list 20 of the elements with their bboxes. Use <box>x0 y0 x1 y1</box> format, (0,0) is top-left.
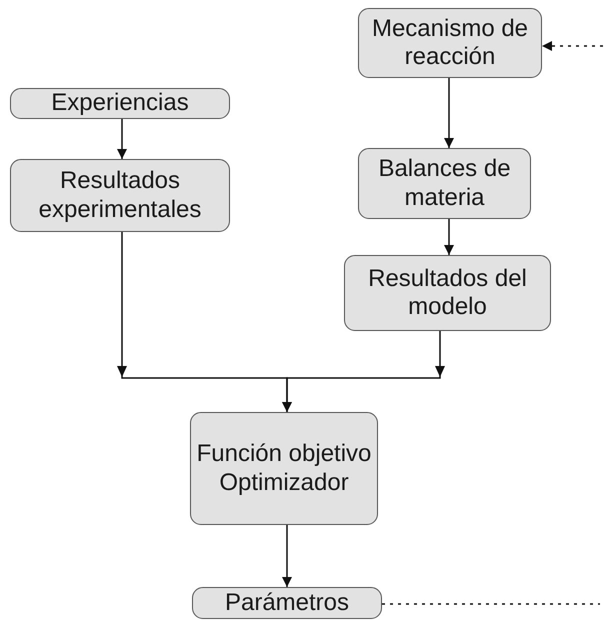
arrow <box>282 525 292 587</box>
process-box <box>190 412 378 525</box>
arrow <box>282 331 445 412</box>
arrow <box>444 219 454 255</box>
node-label: Mecanismo de reacción <box>370 14 530 72</box>
arrow <box>444 78 454 148</box>
node-label: Balances de materia <box>377 155 512 212</box>
node-label: Función objetivo Optimizador <box>196 440 372 497</box>
arrow <box>117 119 127 159</box>
process-box <box>10 159 230 232</box>
process-box <box>358 148 531 219</box>
node-label: Parámetros <box>224 588 350 618</box>
node-label: Experiencias <box>51 89 189 118</box>
node-label: Resultados experimentales <box>38 167 202 224</box>
process-box <box>344 255 551 331</box>
dotted-arrow <box>542 41 603 51</box>
node-label: Resultados del modelo <box>367 264 528 322</box>
process-box <box>192 587 382 619</box>
process-box <box>10 88 230 119</box>
process-box <box>358 8 542 78</box>
